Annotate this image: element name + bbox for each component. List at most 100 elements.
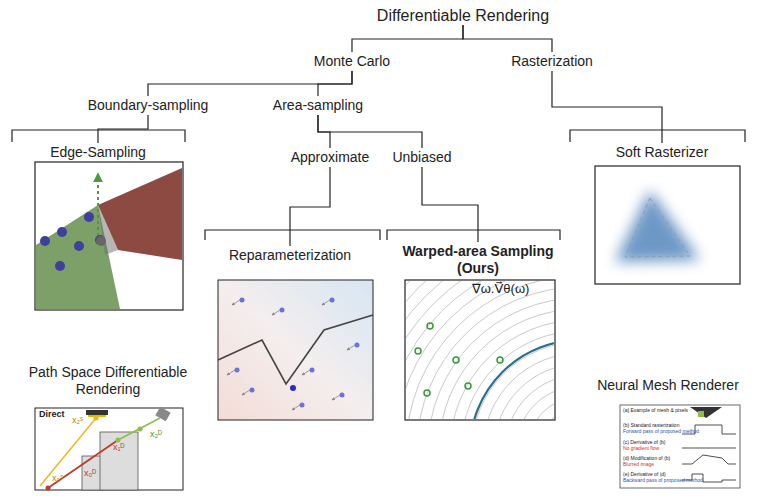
reparameterization-figure-part-part (302, 370, 310, 375)
method-name: Edge-Sampling (47, 143, 149, 162)
figure-caption-text: (c) Derivative of (b) (623, 440, 666, 446)
edge-sampling-figure-part (40, 212, 105, 271)
node-text: Rasterization (511, 53, 593, 70)
edge-sampling-figure-part (98, 168, 182, 260)
level-set-arc (450, 320, 554, 419)
tree-connector (98, 115, 148, 143)
method-name: Warped-area Sampling (Ours) (387, 242, 569, 278)
warped-area-figure-part-part (415, 348, 421, 354)
node-text: Edge-Sampling (50, 144, 146, 161)
edge-sampling-figure-part-part (84, 212, 94, 222)
reparameterization-figure-part (227, 300, 355, 410)
edge-sampling-figure-part-part (95, 235, 105, 245)
reparameterization-figure-part-part (280, 308, 285, 313)
node-text: Boundary-sampling (88, 97, 209, 114)
figure-caption-text: (b) Standard rasterization (623, 423, 679, 429)
method-category: Area-sampling (270, 96, 366, 115)
warped-area-figure-part (415, 323, 503, 396)
node-text: Unbiased (392, 149, 451, 166)
edge-sampling-figure-part-part (40, 236, 50, 246)
warped-area-figure-part (406, 281, 554, 419)
tree-bracket-part (387, 230, 560, 240)
level-set-arc (527, 397, 554, 419)
edge-sampling-figure-part-part (57, 227, 67, 237)
edge-sampling-figure-part (35, 162, 183, 310)
edge-sampling-figure-part-part (55, 261, 65, 271)
tree-connector (290, 167, 330, 246)
branch-category: Monte Carlo (311, 52, 393, 71)
node-text: Reparameterization (229, 247, 351, 264)
path-vertex-label: x₀ˢ (52, 474, 63, 484)
edge-sampling-figure (35, 162, 183, 310)
node-text: Neural Mesh Renderer (597, 377, 739, 394)
level-set-arc (406, 281, 554, 419)
reparameterization-figure-part-part (250, 388, 255, 393)
path-space-figure-part (94, 416, 99, 421)
level-set-arc (428, 298, 554, 419)
reparameterization-figure-part-part (332, 395, 340, 400)
warped-area-figure-part-part (465, 383, 471, 389)
level-set-arc (483, 353, 554, 419)
method-category: Boundary-sampling (85, 96, 212, 115)
branch-category: Rasterization (508, 52, 596, 71)
level-set-arc (406, 281, 554, 419)
path-space-figure-part (86, 410, 108, 415)
path-vertex-label: x₂ˢ (72, 416, 83, 426)
path-vertex-label: x₁ᴰ (113, 443, 125, 453)
reparameterization-figure-part-part (347, 345, 355, 350)
reparameterization-figure (218, 280, 373, 420)
reparameterization-figure-part-part (322, 300, 330, 305)
tree-connector (552, 71, 662, 143)
method-category: Approximate (288, 148, 373, 167)
tree-connector (318, 115, 422, 148)
figure-caption-text: (e) Derivative of (d) (623, 472, 666, 478)
formula-label: ∇ω.V⃗θ(ω) (472, 282, 529, 296)
level-set-arc (461, 331, 554, 419)
edge-sampling-figure-part (97, 174, 99, 236)
tree-connector (318, 71, 352, 96)
reparameterization-figure-part-part (232, 300, 240, 305)
soft-rasterizer-figure-part (615, 190, 700, 262)
warped-area-figure-part-part (470, 340, 554, 419)
edge-sampling-figure-part-part (74, 241, 84, 251)
figure-caption-text: Forward pass of proposed method (623, 429, 699, 435)
warped-area-figure-part (470, 340, 554, 419)
reparameterization-figure-part (235, 298, 360, 408)
neural-mesh-renderer-figure-part (620, 405, 740, 488)
reparameterization-figure-part-part (240, 298, 245, 303)
warped-area-figure-part-part (497, 357, 503, 363)
method-name: Soft Rasterizer (613, 143, 712, 162)
path-space-figure-part (46, 486, 51, 491)
node-text: Monte Carlo (314, 53, 390, 70)
level-set-arc (472, 342, 554, 419)
figure-caption-text: Blurred image (623, 462, 654, 468)
reparameterization-figure-part-part (227, 370, 235, 375)
reparameterization-figure-part (290, 385, 296, 391)
reparameterization-figure-part (218, 280, 373, 420)
figure-caption-text: No gradient flow (623, 446, 659, 452)
neural-mesh-renderer-figure-part-part (682, 455, 736, 464)
level-set-arc (406, 281, 554, 419)
path-vertex-label: Direct (39, 410, 65, 420)
figure-caption-text: (a) Example of mesh & pixels (623, 408, 688, 414)
warped-area-figure-part-part (427, 323, 433, 329)
level-set-arc (406, 281, 554, 419)
tree-connector (422, 167, 478, 242)
reparameterization-figure-part-part (300, 403, 305, 408)
path-space-figure-part (138, 427, 143, 432)
method-name: Reparameterization (226, 246, 354, 265)
tree-connector (148, 71, 352, 96)
root-category: Differentiable Rendering (374, 6, 552, 25)
warped-area-figure-part-part (424, 390, 430, 396)
reparameterization-figure-part (218, 315, 373, 384)
method-name: Path Space Differentiable Rendering (17, 363, 199, 399)
reparameterization-figure-part-part (355, 343, 360, 348)
reparameterization-figure-part-part (330, 298, 335, 303)
edge-sampling-figure-part (96, 236, 106, 246)
tree-connector (352, 25, 463, 52)
reparameterization-figure-part-part (272, 310, 280, 315)
reparameterization-figure-part-part (242, 390, 250, 395)
path-space-figure-part (116, 438, 121, 443)
